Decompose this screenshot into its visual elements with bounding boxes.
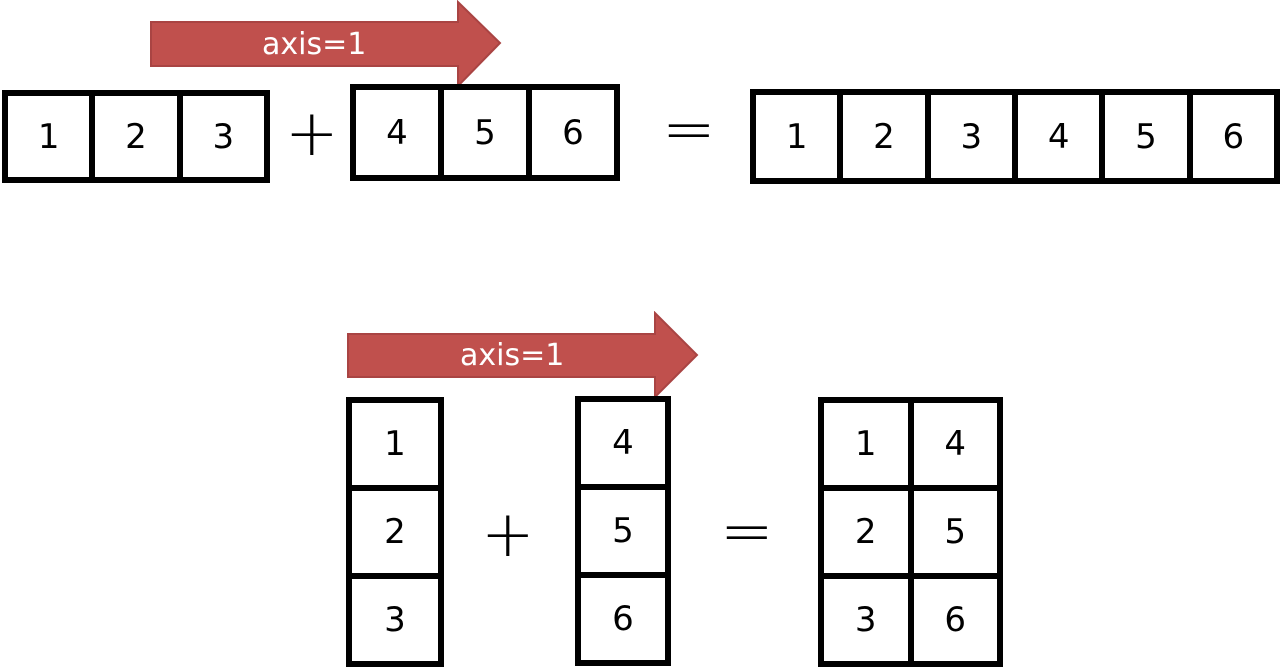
array-cell: 5 (444, 90, 526, 175)
equals-operator: = (720, 495, 774, 569)
array-cell: 6 (581, 578, 665, 660)
array-cell: 4 (356, 90, 438, 175)
top-result-array: 1 2 3 4 5 6 (750, 89, 1280, 184)
top-axis-arrow: axis=1 (150, 0, 502, 88)
array-cell: 6 (913, 579, 997, 661)
top-array-b: 4 5 6 (350, 84, 620, 181)
arrow-label: axis=1 (460, 338, 565, 373)
arrow-shape (347, 311, 699, 399)
bottom-array-a: 1 2 3 (346, 397, 444, 667)
arrow-label: axis=1 (262, 27, 367, 62)
array-cell: 5 (1105, 95, 1187, 178)
top-array-a: 1 2 3 (2, 90, 270, 183)
array-cell: 6 (532, 90, 614, 175)
bottom-axis-arrow: axis=1 (347, 311, 699, 399)
array-cell: 3 (182, 96, 264, 177)
array-cell: 1 (8, 96, 90, 177)
array-cell: 6 (1192, 95, 1274, 178)
array-cell: 3 (824, 579, 908, 661)
array-cell: 3 (930, 95, 1012, 178)
bottom-result-array: 1 4 2 5 3 6 (818, 397, 1003, 667)
array-cell: 3 (352, 579, 438, 661)
array-cell: 4 (581, 402, 665, 484)
array-cell: 2 (824, 491, 908, 573)
array-cell: 1 (756, 95, 838, 178)
array-cell: 5 (913, 491, 997, 573)
plus-operator: + (481, 498, 535, 572)
array-cell: 1 (824, 403, 908, 485)
array-cell: 5 (581, 490, 665, 572)
array-cell: 1 (352, 403, 438, 485)
array-cell: 2 (843, 95, 925, 178)
array-cell: 4 (913, 403, 997, 485)
plus-operator: + (285, 97, 339, 171)
array-cell: 2 (95, 96, 177, 177)
bottom-array-b: 4 5 6 (575, 396, 671, 666)
arrow-shape (150, 0, 502, 88)
array-cell: 4 (1018, 95, 1100, 178)
array-cell: 2 (352, 491, 438, 573)
equals-operator: = (662, 93, 716, 167)
